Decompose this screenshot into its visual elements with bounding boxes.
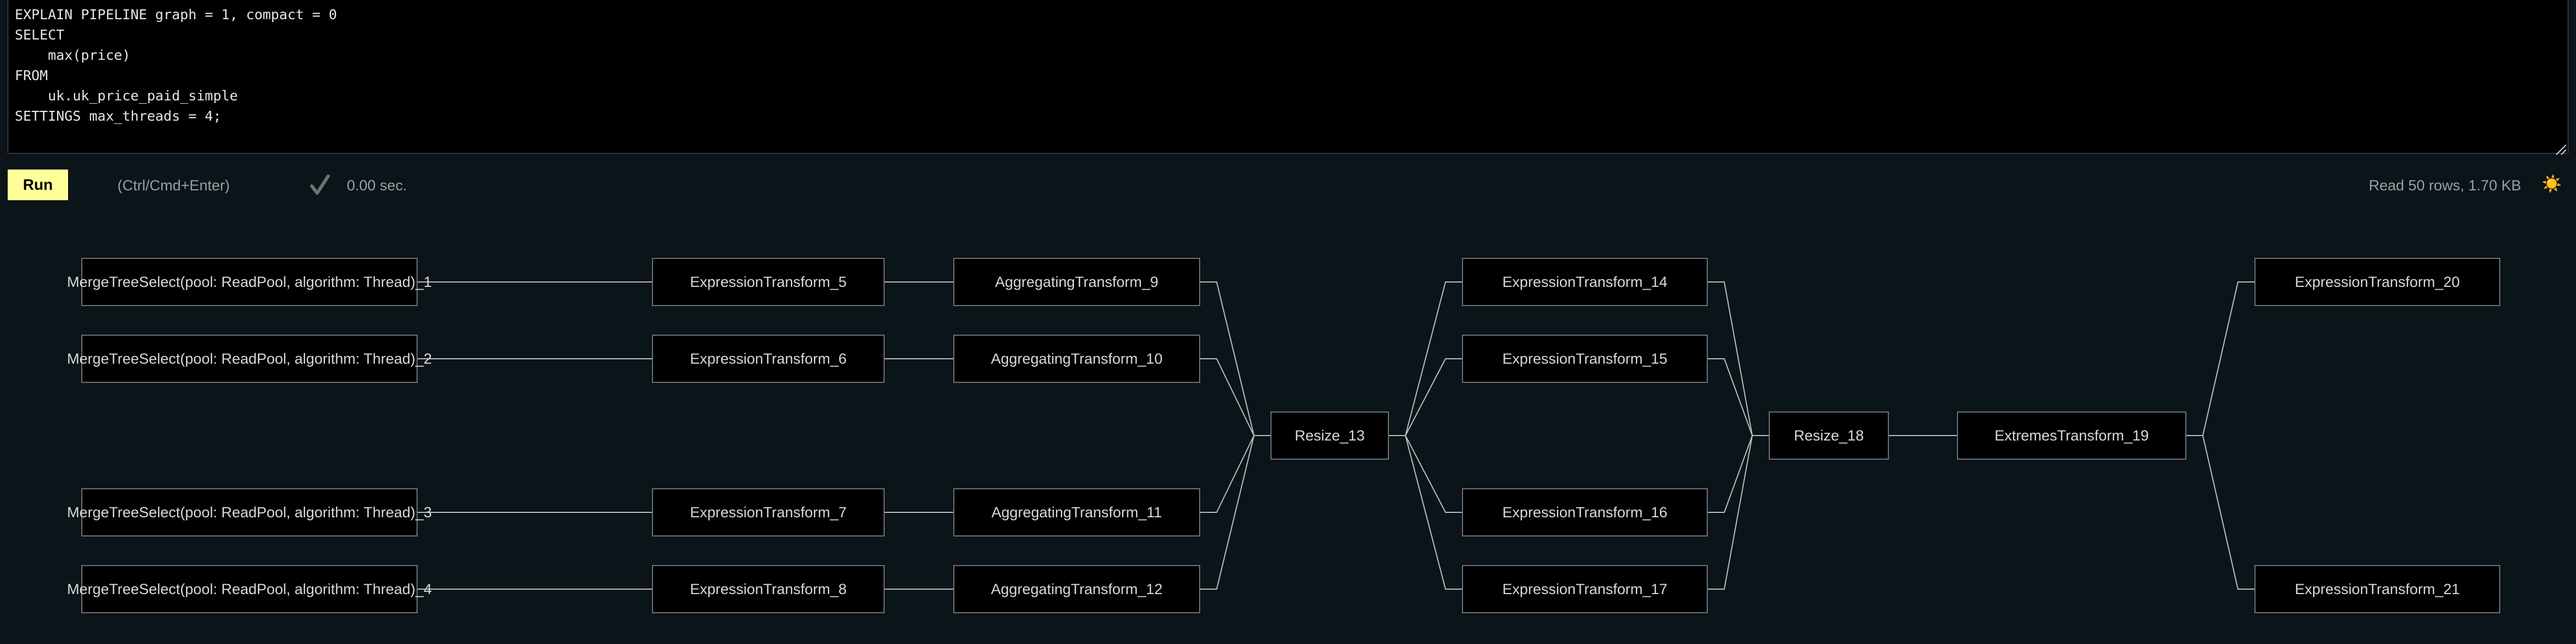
graph-node-label: ExpressionTransform_15 xyxy=(1502,350,1668,367)
graph-node-label: ExtremesTransform_19 xyxy=(1994,427,2149,444)
graph-node-n6[interactable]: ExpressionTransform_6 xyxy=(652,335,885,383)
graph-node-n10[interactable]: AggregatingTransform_10 xyxy=(953,335,1200,383)
graph-edge xyxy=(1389,435,1462,590)
graph-node-n21[interactable]: ExpressionTransform_21 xyxy=(2254,565,2500,613)
query-input[interactable] xyxy=(8,0,2568,154)
graph-node-label: Resize_13 xyxy=(1295,427,1365,444)
graph-node-label: ExpressionTransform_17 xyxy=(1502,580,1668,597)
sun-icon[interactable]: ☀️ xyxy=(2541,175,2562,193)
graph-node-label: Resize_18 xyxy=(1793,427,1864,444)
graph-node-label: ExpressionTransform_21 xyxy=(2294,580,2460,597)
graph-node-label: AggregatingTransform_10 xyxy=(991,350,1163,367)
read-stats: Read 50 rows, 1.70 KB xyxy=(2369,177,2521,194)
graph-node-n5[interactable]: ExpressionTransform_5 xyxy=(652,258,885,306)
graph-edge xyxy=(1389,358,1462,436)
query-editor-panel xyxy=(0,0,2576,159)
check-icon xyxy=(310,174,330,195)
graph-node-n7[interactable]: ExpressionTransform_7 xyxy=(652,488,885,536)
graph-node-n4[interactable]: MergeTreeSelect(pool: ReadPool, algorith… xyxy=(67,565,432,613)
graph-node-n11[interactable]: AggregatingTransform_11 xyxy=(953,488,1200,536)
graph-edge xyxy=(1200,358,1270,436)
graph-edge xyxy=(2186,435,2254,590)
graph-node-n2[interactable]: MergeTreeSelect(pool: ReadPool, algorith… xyxy=(67,335,432,383)
graph-node-label: MergeTreeSelect(pool: ReadPool, algorith… xyxy=(67,350,432,367)
graph-edge xyxy=(1708,358,1769,436)
graph-node-n18[interactable]: Resize_18 xyxy=(1769,411,1889,460)
graph-node-label: ExpressionTransform_14 xyxy=(1502,273,1668,290)
graph-node-n14[interactable]: ExpressionTransform_14 xyxy=(1462,258,1708,306)
graph-edge xyxy=(1708,435,1769,590)
graph-node-n17[interactable]: ExpressionTransform_17 xyxy=(1462,565,1708,613)
graph-node-n9[interactable]: AggregatingTransform_9 xyxy=(953,258,1200,306)
graph-node-label: AggregatingTransform_9 xyxy=(995,273,1158,290)
graph-node-n3[interactable]: MergeTreeSelect(pool: ReadPool, algorith… xyxy=(67,488,432,536)
graph-node-label: MergeTreeSelect(pool: ReadPool, algorith… xyxy=(67,273,432,290)
graph-node-label: ExpressionTransform_7 xyxy=(690,504,847,521)
query-toolbar: Run (Ctrl/Cmd+Enter) 0.00 sec. Read 50 r… xyxy=(0,160,2576,208)
graph-node-n20[interactable]: ExpressionTransform_20 xyxy=(2254,258,2500,306)
graph-node-n12[interactable]: AggregatingTransform_12 xyxy=(953,565,1200,613)
graph-node-label: ExpressionTransform_16 xyxy=(1502,504,1668,521)
graph-node-label: ExpressionTransform_6 xyxy=(690,350,847,367)
graph-edge xyxy=(1389,435,1462,513)
graph-node-n19[interactable]: ExtremesTransform_19 xyxy=(1957,411,2186,460)
graph-node-label: AggregatingTransform_12 xyxy=(991,580,1163,597)
graph-node-label: MergeTreeSelect(pool: ReadPool, algorith… xyxy=(67,504,432,521)
graph-node-n1[interactable]: MergeTreeSelect(pool: ReadPool, algorith… xyxy=(67,258,432,306)
graph-edge xyxy=(2186,281,2254,436)
run-button[interactable]: Run xyxy=(8,170,68,200)
elapsed-time: 0.00 sec. xyxy=(347,177,407,194)
pipeline-edges xyxy=(418,281,2254,590)
graph-node-n8[interactable]: ExpressionTransform_8 xyxy=(652,565,885,613)
graph-edge xyxy=(1708,435,1769,513)
graph-node-n16[interactable]: ExpressionTransform_16 xyxy=(1462,488,1708,536)
graph-node-n15[interactable]: ExpressionTransform_15 xyxy=(1462,335,1708,383)
graph-node-label: ExpressionTransform_20 xyxy=(2294,273,2460,290)
graph-node-label: ExpressionTransform_8 xyxy=(690,580,847,597)
graph-edge xyxy=(1200,435,1270,513)
graph-node-label: MergeTreeSelect(pool: ReadPool, algorith… xyxy=(67,580,432,597)
graph-node-label: AggregatingTransform_11 xyxy=(991,504,1162,521)
graph-edge xyxy=(1200,435,1270,590)
graph-node-n13[interactable]: Resize_13 xyxy=(1270,411,1389,460)
graph-node-label: ExpressionTransform_5 xyxy=(690,273,847,290)
pipeline-graph: MergeTreeSelect(pool: ReadPool, algorith… xyxy=(0,208,2576,644)
run-shortcut-hint: (Ctrl/Cmd+Enter) xyxy=(117,177,230,194)
